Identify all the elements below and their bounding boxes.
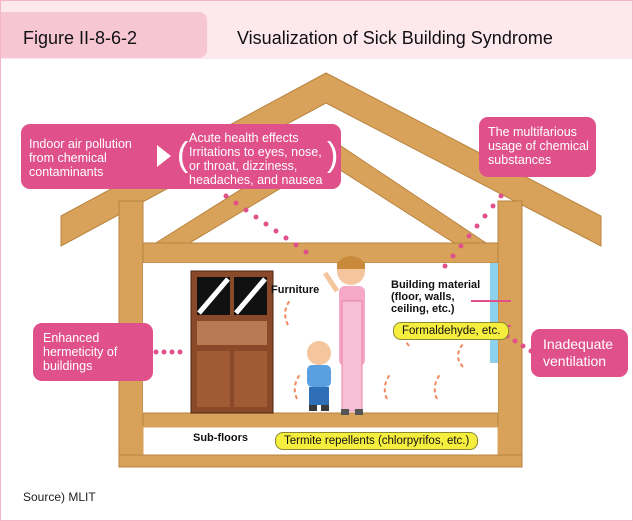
cabinet — [190, 270, 274, 414]
ceiling-beam — [142, 242, 499, 264]
figure-label: Figure II-8-6-2 — [23, 28, 138, 48]
mother-figure — [322, 256, 365, 415]
building-material-label: Building material (floor, walls, ceiling… — [391, 279, 481, 315]
figure-tab — [1, 12, 207, 58]
emission-arrows — [284, 298, 464, 400]
health-effects-title: Acute health effects — [189, 131, 299, 145]
ventilation-text: Inadequate ventilation — [543, 336, 614, 369]
window — [490, 263, 498, 363]
chemical-usage-text: The multifarious usage of chemical subst… — [488, 125, 589, 167]
house-foundation — [118, 454, 523, 468]
air-pollution-text: Indoor air pollution from chemical conta… — [29, 137, 132, 179]
floor-slab — [142, 412, 499, 428]
source-note: Source) MLIT — [23, 490, 96, 504]
bracket-icon: ( — [177, 136, 189, 174]
ventilation-callout: Inadequate ventilation — [531, 329, 628, 377]
hermeticity-callout: Enhanced hermeticity of buildings — [33, 323, 153, 381]
bracket-close-icon: ) — [327, 136, 339, 174]
arrow-icon — [157, 145, 171, 167]
termite-repellents-label: Termite repellents (chlorpyrifos, etc.) — [275, 432, 479, 450]
furniture-label: Furniture — [271, 284, 320, 296]
formaldehyde-label: Formaldehyde, etc. — [393, 322, 510, 340]
hermeticity-text: Enhanced hermeticity of buildings — [43, 331, 118, 373]
figure-title: Visualization of Sick Building Syndrome — [237, 28, 553, 48]
dotted-connectors — [153, 193, 534, 355]
air-pollution-callout: Indoor air pollution from chemical conta… — [21, 124, 341, 189]
health-effects-body: Irritations to eyes, nose, or throat, di… — [189, 145, 323, 187]
child-figure — [307, 341, 331, 411]
chemical-usage-callout: The multifarious usage of chemical subst… — [479, 117, 596, 177]
sub-floors-label: Sub-floors — [193, 432, 248, 444]
